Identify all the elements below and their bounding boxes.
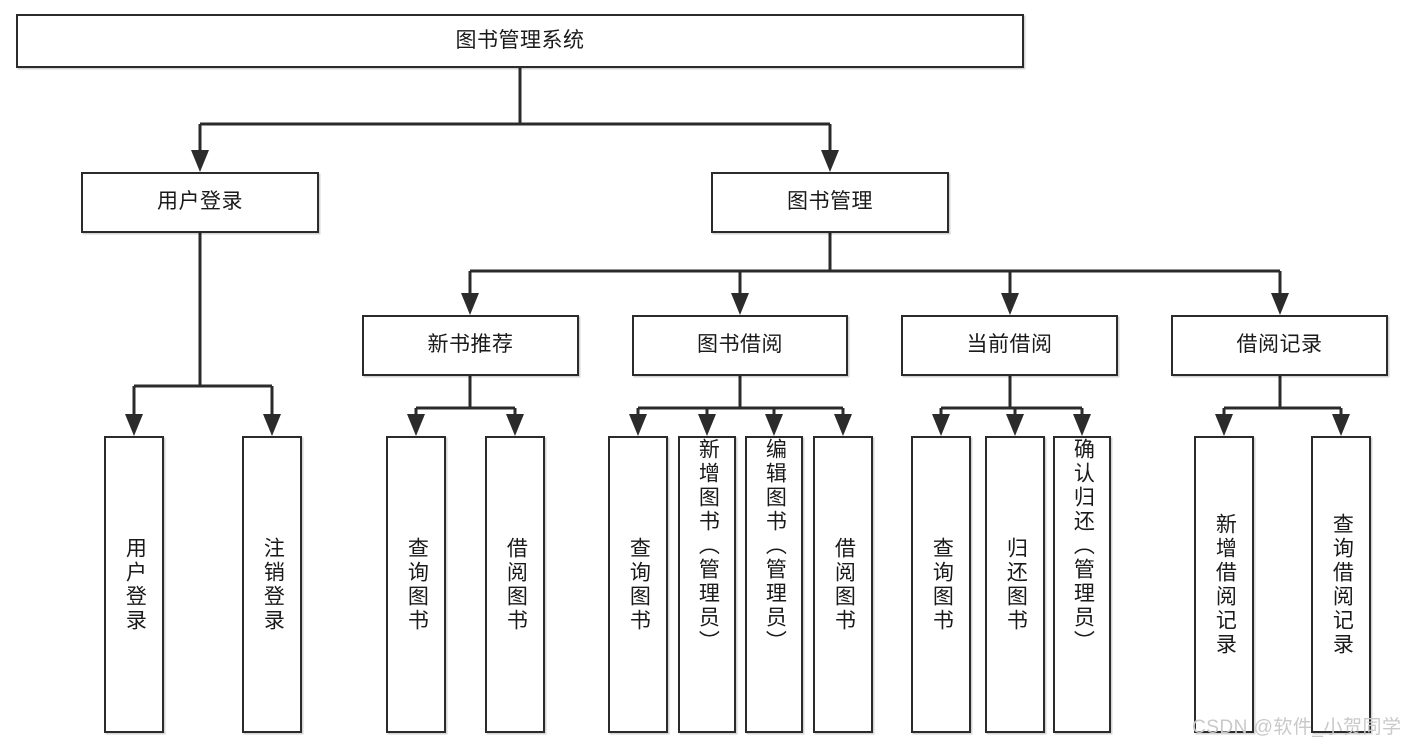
node-label-leaf-query-record: 查询借阅记录 — [1330, 512, 1354, 657]
node-label-leaf-logout: 注销登录 — [261, 536, 285, 633]
node-label-new-book-recommend: 新书推荐 — [427, 333, 514, 357]
node-label-leaf-query-book-1: 查询图书 — [405, 536, 429, 633]
node-label-borrow-records: 借阅记录 — [1236, 333, 1323, 357]
node-label-leaf-confirm-return: 确认归还（管理员） — [1071, 438, 1095, 654]
arrowhead-user-login-to-leaves-0 — [125, 414, 143, 436]
node-label-book-management: 图书管理 — [787, 190, 873, 214]
node-current-borrow[interactable]: 当前借阅 — [901, 315, 1118, 376]
arrowhead-root-to-level1-1 — [821, 150, 839, 172]
arrowhead-book-management-to-level2-2 — [1001, 293, 1019, 315]
node-label-current-borrow: 当前借阅 — [966, 333, 1053, 357]
arrowhead-new-book-recommend-to-leaves-0 — [407, 414, 425, 436]
node-root[interactable]: 图书管理系统 — [16, 14, 1024, 68]
arrowhead-book-management-to-level2-1 — [731, 293, 749, 315]
node-leaf-query-book-1[interactable]: 查询图书 — [386, 436, 446, 733]
watermark-text: CSDN @软件_小贺同学 — [1192, 717, 1402, 738]
node-label-root: 图书管理系统 — [455, 28, 585, 52]
node-leaf-borrow-book-1[interactable]: 借阅图书 — [485, 436, 545, 733]
node-leaf-query-book-2[interactable]: 查询图书 — [608, 436, 668, 733]
node-label-leaf-borrow-book-2: 借阅图书 — [832, 536, 856, 633]
node-label-leaf-add-record: 新增借阅记录 — [1213, 512, 1237, 657]
arrowhead-book-management-to-level2-3 — [1271, 293, 1289, 315]
arrowhead-book-borrow-to-leaves-0 — [629, 414, 647, 436]
node-leaf-return-book[interactable]: 归还图书 — [985, 436, 1045, 733]
node-user-login[interactable]: 用户登录 — [81, 172, 319, 233]
node-label-leaf-edit-book: 编辑图书（管理员） — [763, 438, 787, 654]
node-label-user-login: 用户登录 — [157, 190, 243, 214]
node-leaf-borrow-book-2[interactable]: 借阅图书 — [813, 436, 873, 733]
arrowhead-root-to-level1-0 — [191, 150, 209, 172]
node-leaf-query-record[interactable]: 查询借阅记录 — [1311, 436, 1371, 733]
node-leaf-logout[interactable]: 注销登录 — [242, 436, 302, 733]
arrowhead-borrow-records-to-leaves-0 — [1215, 414, 1233, 436]
node-label-leaf-query-book-3: 查询图书 — [930, 536, 954, 633]
node-leaf-user-login[interactable]: 用户登录 — [104, 436, 164, 733]
arrowhead-new-book-recommend-to-leaves-1 — [506, 414, 524, 436]
node-label-leaf-borrow-book-1: 借阅图书 — [504, 536, 528, 633]
arrowhead-user-login-to-leaves-1 — [263, 414, 281, 436]
node-label-leaf-add-book: 新增图书（管理员） — [696, 438, 720, 654]
node-leaf-add-book[interactable]: 新增图书（管理员） — [678, 436, 736, 733]
node-label-leaf-query-book-2: 查询图书 — [627, 536, 651, 633]
node-label-book-borrow: 图书借阅 — [697, 333, 783, 357]
arrowhead-current-borrow-to-leaves-2 — [1073, 414, 1091, 436]
node-book-borrow[interactable]: 图书借阅 — [632, 315, 848, 376]
node-leaf-confirm-return[interactable]: 确认归还（管理员） — [1053, 436, 1111, 733]
arrowhead-book-borrow-to-leaves-1 — [698, 414, 716, 436]
arrowhead-book-management-to-level2-0 — [461, 293, 479, 315]
node-leaf-edit-book[interactable]: 编辑图书（管理员） — [745, 436, 803, 733]
node-leaf-add-record[interactable]: 新增借阅记录 — [1194, 436, 1254, 733]
arrowhead-borrow-records-to-leaves-1 — [1332, 414, 1350, 436]
node-book-management[interactable]: 图书管理 — [711, 172, 949, 233]
arrowhead-book-borrow-to-leaves-2 — [765, 414, 783, 436]
node-label-leaf-return-book: 归还图书 — [1004, 536, 1028, 633]
node-new-book-recommend[interactable]: 新书推荐 — [362, 315, 579, 376]
node-borrow-records[interactable]: 借阅记录 — [1171, 315, 1388, 376]
node-leaf-query-book-3[interactable]: 查询图书 — [911, 436, 971, 733]
node-label-leaf-user-login: 用户登录 — [123, 536, 147, 633]
arrowhead-book-borrow-to-leaves-3 — [834, 414, 852, 436]
arrowhead-current-borrow-to-leaves-0 — [932, 414, 950, 436]
arrowhead-current-borrow-to-leaves-1 — [1006, 414, 1024, 436]
